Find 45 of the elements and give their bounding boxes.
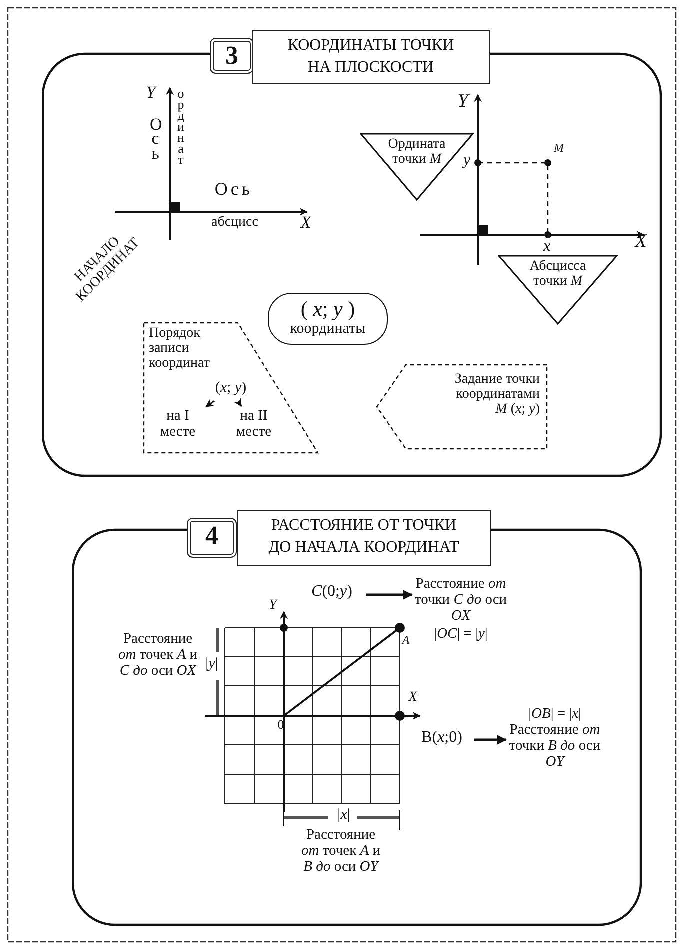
section-title: КООРДИНАТЫ ТОЧКИ НА ПЛОСКОСТИ bbox=[252, 30, 490, 84]
caption-text: Расстояние от точек A и B до оси OY bbox=[300, 828, 382, 876]
callout-text: Абсцисса точки M bbox=[528, 259, 588, 289]
note-text: на I месте bbox=[159, 408, 197, 440]
axis-title: абсцисс bbox=[210, 215, 260, 230]
arrow bbox=[206, 400, 216, 408]
formula-text: (x; y) bbox=[214, 380, 248, 396]
caption-text: Расстояние от точек A и C до оси OX bbox=[118, 632, 198, 680]
coordinate-label: y bbox=[461, 152, 472, 170]
number-badge: 3 bbox=[210, 38, 254, 74]
point-label: C(0;y) bbox=[310, 584, 354, 600]
axis-title: Ось bbox=[150, 118, 161, 162]
caption-text: |OB| = |x| bbox=[528, 706, 582, 722]
axis-title: ординат bbox=[177, 88, 185, 166]
axis-label: Y bbox=[268, 598, 279, 614]
dimension-label: |y| bbox=[204, 656, 220, 672]
caption-text: координаты bbox=[289, 322, 367, 337]
section-title: РАССТОЯНИЕ ОТ ТОЧКИ ДО НАЧАЛА КООРДИНАТ bbox=[237, 510, 491, 566]
arrow bbox=[474, 735, 507, 745]
formula-text: Расстояние от точки B до оси OY bbox=[508, 722, 602, 770]
formula-pill bbox=[268, 293, 388, 345]
triangle-callout bbox=[360, 133, 474, 201]
arrow bbox=[234, 398, 242, 407]
formula-text: ( x; y ) bbox=[300, 298, 356, 320]
note-text: Порядок записи координат bbox=[149, 326, 211, 371]
note-text: Задание точки координатами M (x; y) bbox=[454, 372, 540, 417]
axis-title: Ось bbox=[214, 180, 254, 200]
point-label: B(x;0) bbox=[420, 730, 464, 746]
arrow bbox=[366, 590, 413, 600]
triangle-callout bbox=[498, 255, 618, 325]
axis-label: Y bbox=[145, 84, 158, 103]
axis-label: X bbox=[299, 214, 312, 233]
axis-label: X bbox=[407, 690, 419, 706]
section-panel bbox=[72, 510, 642, 927]
axis-label: Y bbox=[456, 92, 471, 113]
section-panel bbox=[42, 30, 662, 478]
note-shape bbox=[376, 364, 548, 450]
formula-text: |OC| = |y| bbox=[433, 626, 489, 642]
point-label: M bbox=[553, 142, 566, 156]
coordinate-label: x bbox=[542, 238, 552, 256]
dimension-label: |x| bbox=[336, 807, 352, 824]
callout-text: Ордината точки M bbox=[387, 137, 447, 167]
note-text: на II месте bbox=[235, 408, 273, 440]
number-badge: 4 bbox=[187, 518, 237, 558]
point-label: A bbox=[400, 634, 411, 648]
